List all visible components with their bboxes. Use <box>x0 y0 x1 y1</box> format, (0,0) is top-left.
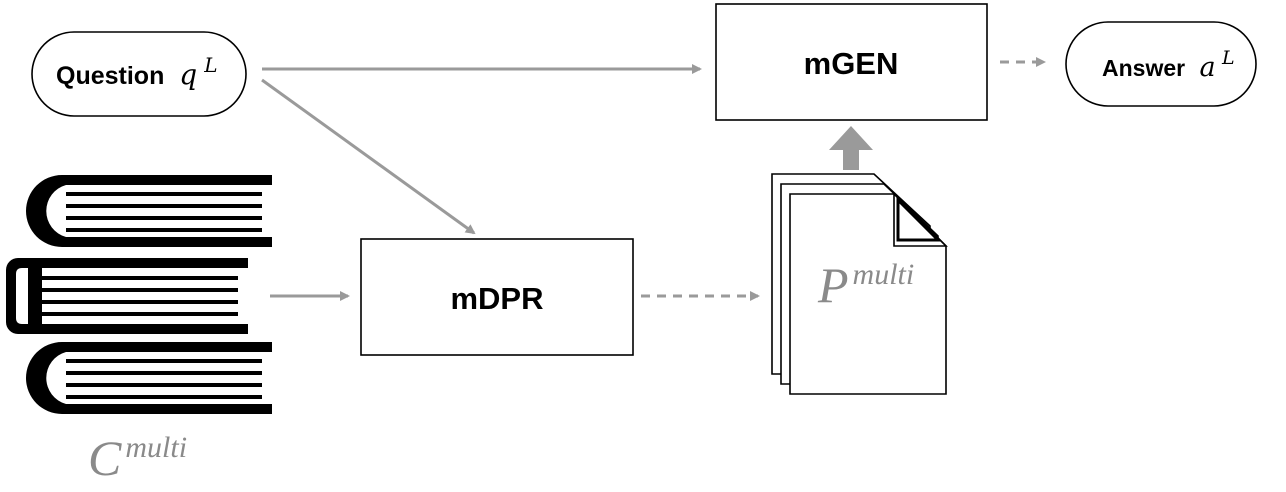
passages-label: P multi <box>817 257 914 313</box>
question-variable: q <box>179 58 197 91</box>
mdpr-node: mDPR <box>360 238 634 356</box>
corpus-label: C multi <box>88 430 187 486</box>
svg-text:Question q L: Question q L <box>56 53 217 91</box>
passages-superscript: multi <box>853 258 915 291</box>
svg-text:Answer a L: Answer a L <box>1102 47 1235 83</box>
answer-superscript: L <box>1221 47 1235 69</box>
question-node: Question q L <box>31 31 247 117</box>
question-superscript: L <box>203 53 217 77</box>
arrow-question-to-mdpr <box>261 78 476 235</box>
arrow-passages-to-mgen <box>829 126 873 170</box>
answer-node: Answer a L <box>1065 21 1257 107</box>
mgen-label: mGEN <box>804 46 899 81</box>
corpus-superscript: multi <box>125 431 187 464</box>
books-stack-icon <box>6 175 272 414</box>
mdpr-label: mDPR <box>450 281 543 316</box>
document-stack-icon <box>771 173 948 395</box>
answer-label: Answer <box>1102 55 1185 81</box>
mgen-node: mGEN <box>715 3 988 121</box>
passages-variable: P <box>817 257 849 313</box>
corpus-variable: C <box>88 430 122 486</box>
question-label: Question <box>56 62 164 90</box>
answer-variable: a <box>1199 52 1215 83</box>
